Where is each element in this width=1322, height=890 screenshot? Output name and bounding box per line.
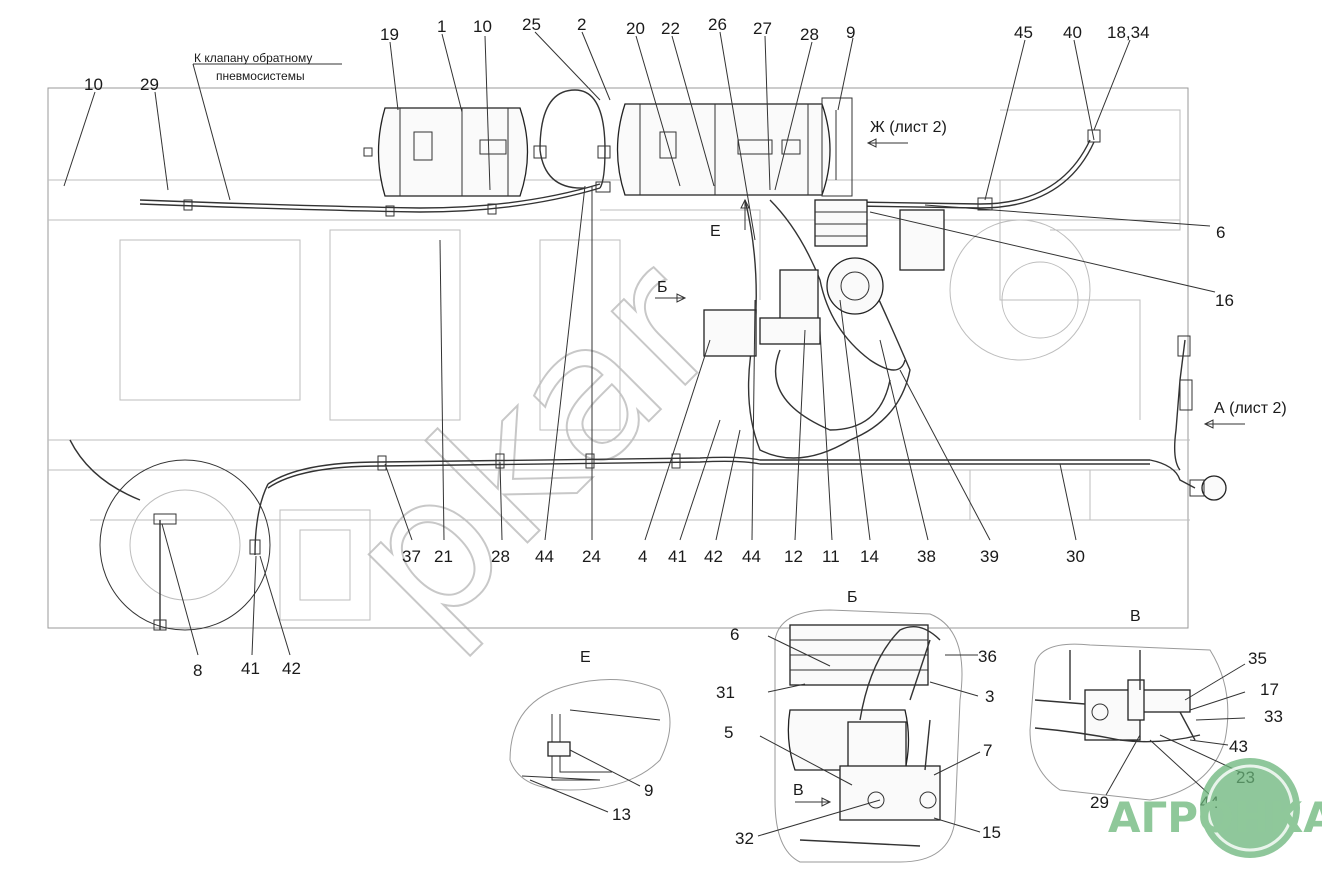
detail-v-title: В (1130, 608, 1141, 625)
callout-label: 9 (644, 781, 653, 800)
watermark: pkar (305, 216, 762, 673)
callout-label: 40 (1063, 23, 1082, 42)
callout-label: 44 (742, 547, 761, 566)
view-zh-label: Ж (лист 2) (870, 119, 947, 136)
callout-label: 24 (582, 547, 601, 566)
callout-label: 28 (800, 25, 819, 44)
air-receiver-right (616, 97, 853, 197)
callout-label: 32 (735, 829, 754, 848)
main-air-line (139, 89, 1101, 217)
view-e-arrow-label: Е (710, 223, 721, 240)
detail-v: В 35 17 33 43 23 29 44 (1029, 608, 1283, 812)
callout-label: 19 (380, 25, 399, 44)
callout-label: 12 (784, 547, 803, 566)
center-tubing (744, 199, 911, 459)
valve-note-line1: К клапану обратному (194, 51, 312, 65)
leader-lines-bottom (161, 185, 1077, 656)
callout-label: 36 (978, 647, 997, 666)
top-callouts: 10 29 19 1 10 25 2 20 22 26 27 28 9 45 4… (84, 15, 1150, 94)
callout-label: 45 (1014, 23, 1033, 42)
callout-label: 7 (983, 741, 992, 760)
callout-label: 26 (708, 15, 727, 34)
lower-brake-line (69, 439, 1150, 631)
agronka-logo: АГРОНКА (1108, 758, 1322, 858)
callout-label: 2 (577, 15, 586, 34)
air-receiver-left (363, 107, 529, 197)
view-b-arrow-label: Б (657, 279, 668, 296)
callout-label: 16 (1215, 291, 1234, 310)
callout-label: 39 (980, 547, 999, 566)
trailer-coupling (1149, 335, 1227, 501)
callout-label: 29 (140, 75, 159, 94)
callout-label: 1 (437, 17, 446, 36)
callout-label: 21 (434, 547, 453, 566)
callout-label: 6 (1216, 223, 1225, 242)
callout-label: 37 (402, 547, 421, 566)
detail-e-title: Е (580, 649, 591, 666)
callout-label: 4 (638, 547, 647, 566)
callout-label: 28 (491, 547, 510, 566)
callout-label: 10 (473, 17, 492, 36)
callout-label: 15 (982, 823, 1001, 842)
callout-label: 38 (917, 547, 936, 566)
callout-label: 42 (282, 659, 301, 678)
callout-label: 41 (241, 659, 260, 678)
callout-label: 27 (753, 19, 772, 38)
leader-lines (63, 31, 1216, 293)
callout-label: 33 (1264, 707, 1283, 726)
callout-label: 10 (84, 75, 103, 94)
callout-label: 44 (535, 547, 554, 566)
callout-label: 42 (704, 547, 723, 566)
callout-label: 41 (668, 547, 687, 566)
callout-label: 6 (730, 625, 739, 644)
watermark-text: pkar (306, 217, 761, 672)
detail-b: Б 6 31 5 32 36 3 7 15 В (716, 589, 1001, 863)
air-dryer-assembly (703, 199, 945, 357)
annotations: К клапану обратному пневмосистемы Ж (лис… (194, 51, 1287, 417)
callout-label: 13 (612, 805, 631, 824)
callout-label: 8 (193, 661, 202, 680)
callout-label: 30 (1066, 547, 1085, 566)
bottom-callouts: 37 21 28 44 24 4 41 42 44 12 11 14 38 39… (402, 547, 1085, 566)
callout-label: 5 (724, 723, 733, 742)
callout-label: 9 (846, 23, 855, 42)
right-callouts: 6 16 (1215, 223, 1234, 310)
callout-label: 43 (1229, 737, 1248, 756)
callout-label: 22 (661, 19, 680, 38)
callout-label: 25 (522, 15, 541, 34)
callout-label: 14 (860, 547, 879, 566)
callout-label: 29 (1090, 793, 1109, 812)
chassis-frame (47, 87, 1190, 629)
callout-label: 17 (1260, 680, 1279, 699)
callout-label: 11 (822, 547, 840, 566)
detail-b-title: Б (847, 589, 858, 606)
callout-label: 3 (985, 687, 994, 706)
callout-label: 20 (626, 19, 645, 38)
detail-e: Е 9 13 (509, 649, 671, 824)
left-bottom-callouts: 8 41 42 (193, 659, 301, 680)
callout-label: 35 (1248, 649, 1267, 668)
logo-text: АГРОНКА (1108, 793, 1322, 842)
detail-b-view-arrow-label: В (793, 782, 804, 799)
callout-label: 18,34 (1107, 23, 1150, 42)
front-wheel-hub (99, 459, 371, 631)
valve-note-line2: пневмосистемы (216, 69, 305, 83)
view-arrows (655, 138, 1245, 429)
view-a-label: А (лист 2) (1214, 400, 1287, 417)
callout-label: 31 (716, 683, 735, 702)
